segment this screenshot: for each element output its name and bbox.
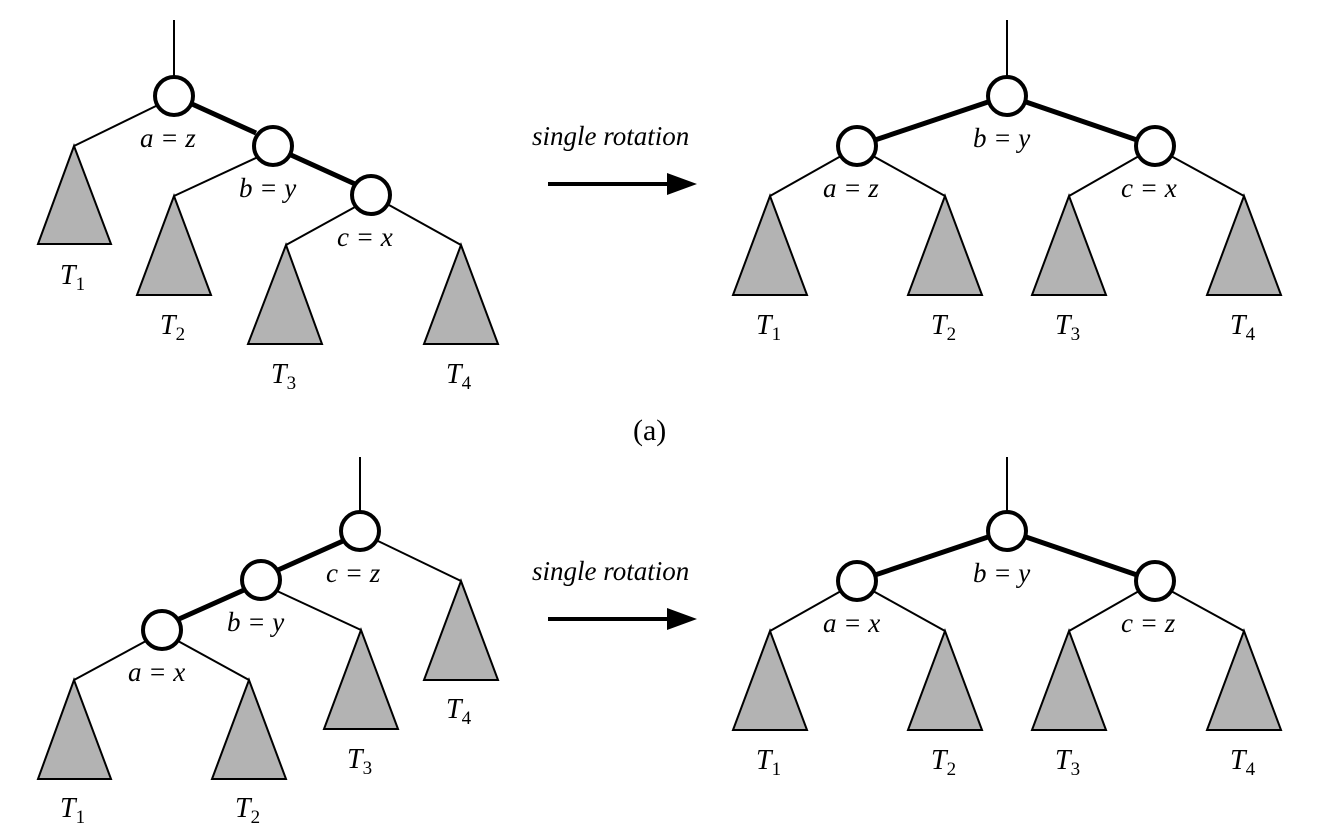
edge-a-b — [190, 101, 258, 136]
subtree-t3-label: T3 — [1055, 745, 1080, 780]
edge-c-t4 — [1170, 590, 1245, 632]
edge-c-t4 — [377, 540, 462, 582]
node-a-label: a = x — [128, 657, 185, 687]
node-b — [986, 510, 1028, 552]
edge-b-t3 — [276, 590, 362, 631]
edge-b-a — [874, 99, 989, 143]
subtree-t3-label: T3 — [347, 744, 372, 779]
node-c-label: c = x — [337, 222, 393, 252]
arrow-top-label: single rotation — [532, 121, 689, 151]
edge-b-c — [1025, 99, 1138, 143]
subtree-t3 — [1030, 628, 1108, 731]
node-c — [350, 174, 392, 216]
subtree-t4-label: T4 — [446, 694, 472, 729]
subtree-t1-label: T1 — [60, 260, 85, 295]
node-c — [1134, 125, 1176, 167]
subtree-t2 — [210, 677, 288, 780]
node-a — [836, 125, 878, 167]
edge-b-t2 — [173, 156, 259, 197]
arrow-top: single rotation — [532, 121, 697, 195]
node-a-label: a = z — [140, 123, 196, 153]
subtree-t3-label: T3 — [1055, 310, 1080, 345]
edge-a-t2 — [872, 155, 946, 197]
subtree-t2 — [135, 193, 213, 296]
subtree-t4-label: T4 — [1230, 745, 1256, 780]
subtree-t4 — [422, 578, 500, 681]
caption-a: (a) — [633, 414, 666, 447]
tree-top-before: a = z b = y c = x T1 T2 T3 T4 — [36, 20, 500, 394]
edge-c-t3 — [1068, 590, 1140, 632]
subtree-t2-label: T2 — [235, 793, 260, 828]
node-b-label: b = y — [227, 607, 284, 637]
edge-a-t1 — [769, 155, 842, 197]
arrow-bottom: single rotation — [532, 556, 697, 630]
subtree-t1-label: T1 — [60, 793, 85, 828]
tree-bottom-before: c = z b = y a = x T4 T3 T1 T2 — [36, 457, 500, 828]
subtree-t2-label: T2 — [160, 310, 185, 345]
edge-a-t2 — [872, 590, 946, 632]
node-c-label: c = z — [326, 558, 381, 588]
subtree-t1 — [36, 143, 113, 245]
edge-c-t4 — [1170, 155, 1245, 197]
subtree-t4 — [422, 242, 500, 345]
arrow-bottom-head — [667, 608, 697, 630]
subtree-t1-label: T1 — [756, 745, 781, 780]
node-b-label: b = y — [973, 123, 1030, 153]
subtree-t2-label: T2 — [931, 745, 956, 780]
subtree-t4 — [1205, 193, 1283, 296]
arrow-top-head — [667, 173, 697, 195]
node-a — [141, 609, 183, 651]
subtree-t2 — [906, 628, 984, 731]
tree-bottom-after: b = y a = x c = z T1 T2 T3 T4 — [731, 457, 1283, 780]
subtree-t2 — [906, 193, 984, 296]
edge-c-t4 — [388, 204, 462, 246]
node-a-label: a = x — [823, 608, 880, 638]
edge-a-t1 — [769, 590, 842, 632]
subtree-t4-label: T4 — [1230, 310, 1256, 345]
edge-c-b — [276, 538, 345, 573]
edge-a-t2 — [177, 640, 250, 681]
node-b-label: b = y — [239, 173, 296, 203]
node-c-label: c = z — [1121, 608, 1176, 638]
edge-a-t1 — [73, 640, 147, 681]
node-b-label: b = y — [973, 558, 1030, 588]
subtree-t4 — [1205, 628, 1283, 731]
node-a-label: a = z — [823, 173, 879, 203]
edge-b-a — [177, 587, 246, 622]
node-a — [836, 560, 878, 602]
subtree-t1 — [731, 193, 809, 296]
subtree-t3 — [322, 627, 400, 730]
subtree-t1 — [731, 628, 809, 731]
node-a — [153, 75, 195, 117]
edge-b-c — [289, 152, 357, 187]
node-c — [339, 510, 381, 552]
subtree-t1 — [36, 677, 113, 780]
node-b — [252, 125, 294, 167]
node-c-label: c = x — [1121, 173, 1177, 203]
edge-b-a — [874, 534, 989, 578]
node-c — [1134, 560, 1176, 602]
subtree-t1-label: T1 — [756, 310, 781, 345]
edge-b-c — [1025, 534, 1138, 578]
subtree-t4-label: T4 — [446, 359, 472, 394]
node-b — [986, 75, 1028, 117]
subtree-t3 — [246, 242, 324, 345]
tree-top-after: b = y a = z c = x T1 T2 T3 T4 — [731, 20, 1283, 345]
edge-c-t3 — [285, 206, 356, 246]
edge-a-t1 — [73, 104, 159, 147]
subtree-t3 — [1030, 193, 1108, 296]
arrow-bottom-label: single rotation — [532, 556, 689, 586]
subtree-t3-label: T3 — [271, 359, 296, 394]
edge-c-t3 — [1068, 155, 1140, 197]
subtree-t2-label: T2 — [931, 310, 956, 345]
node-b — [240, 559, 282, 601]
